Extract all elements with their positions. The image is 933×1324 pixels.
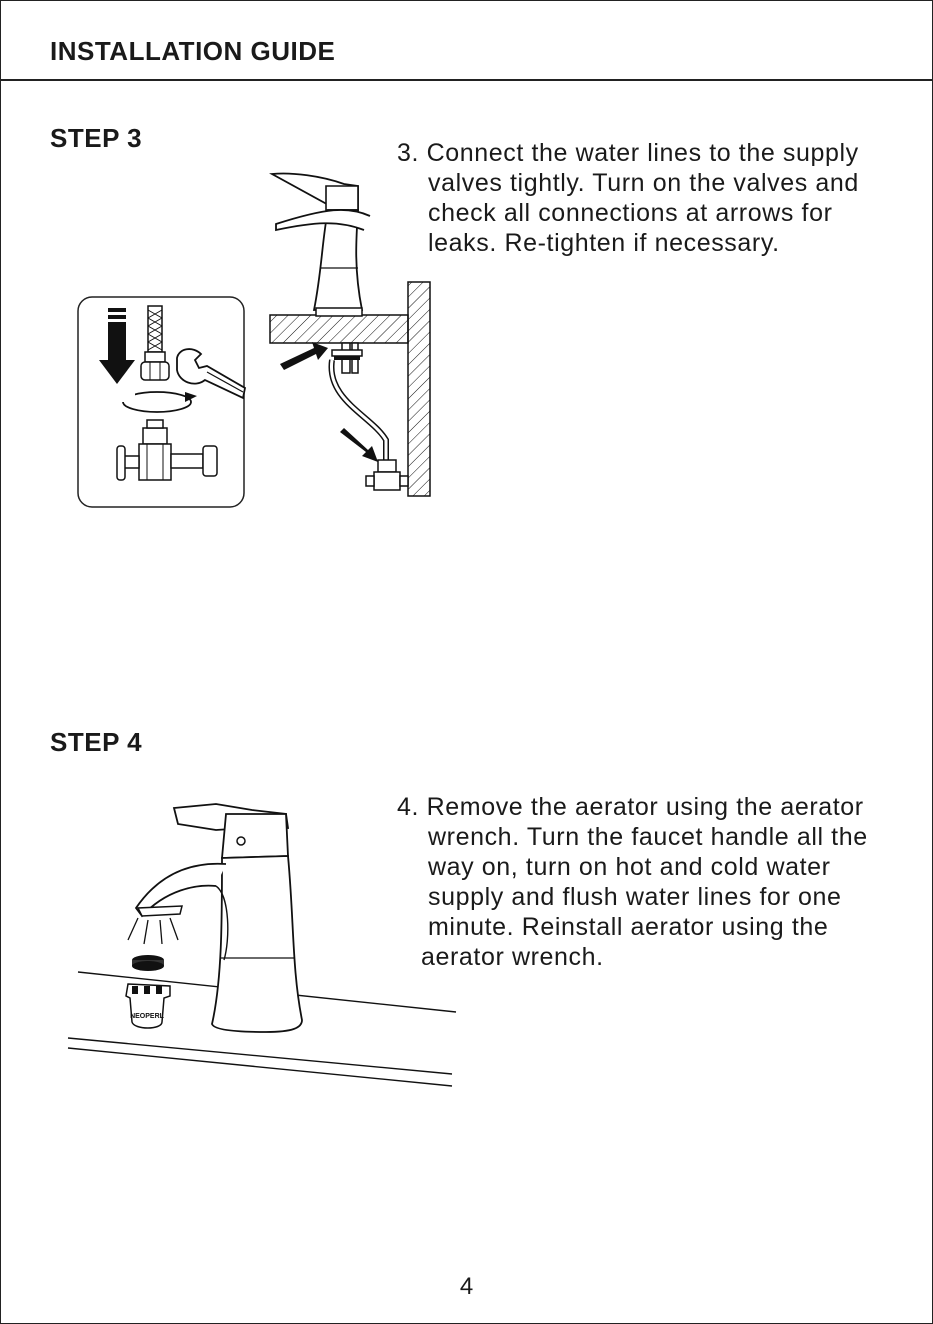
- check-valve-arrow-icon: [340, 428, 378, 462]
- faucet-icon: [269, 172, 371, 317]
- step-4-line-1: 4. Remove the aerator using the aerator: [397, 793, 864, 821]
- header-divider: [0, 79, 933, 81]
- faucet-icon: [134, 803, 303, 1033]
- step-4-instructions: 4. Remove the aerator using the aerator …: [397, 792, 927, 972]
- wall-section: [407, 281, 431, 497]
- supply-valve-icon: [116, 419, 218, 481]
- step-4-line-4: supply and flush water lines for one: [428, 883, 842, 911]
- page-number: 4: [459, 1273, 474, 1300]
- step-3-faucet-connection-illustration: [269, 172, 431, 497]
- step-3-heading: STEP 3: [50, 123, 143, 153]
- wrench-icon: [176, 348, 247, 400]
- rotate-clockwise-arrow-icon: [121, 391, 197, 413]
- step-3-line-2: valves tightly. Turn on the valves and: [428, 169, 859, 197]
- countertop-section: [269, 314, 409, 344]
- step-3-instructions: 3. Connect the water lines to the supply…: [397, 138, 927, 258]
- water-flow-lines-icon: [127, 917, 179, 945]
- step-3-number: 3.: [397, 139, 420, 167]
- step-4-line-5: minute. Reinstall aerator using the: [428, 913, 829, 941]
- aerator-icon: [132, 955, 164, 971]
- step-4-line-3: way on, turn on hot and cold water: [428, 853, 831, 881]
- step-4-line-2: wrench. Turn the faucet handle all the: [428, 823, 868, 851]
- tighten-down-arrow-icon: [99, 308, 135, 384]
- step-4-line-6: aerator wrench.: [421, 943, 604, 971]
- mounting-shank-icon: [331, 342, 363, 374]
- step-4-faucet-aerator-illustration: NEOPERL: [67, 803, 457, 1087]
- step-3-line-1: 3. Connect the water lines to the supply: [397, 139, 859, 167]
- step-3-wrench-detail-illustration: [77, 296, 247, 508]
- aerator-wrench-label: NEOPERL: [130, 1013, 165, 1020]
- wall-supply-valve-icon: [365, 459, 409, 491]
- step-3-line-4: leaks. Re-tighten if necessary.: [428, 229, 780, 257]
- step-4-number: 4.: [397, 793, 420, 821]
- step-4-heading: STEP 4: [50, 727, 143, 757]
- aerator-wrench-icon: NEOPERL: [125, 983, 171, 1029]
- braided-hose-icon: [140, 305, 170, 381]
- page-title: INSTALLATION GUIDE: [50, 36, 336, 66]
- step-3-line-3: check all connections at arrows for: [428, 199, 833, 227]
- check-connection-arrow-icon: [280, 342, 328, 370]
